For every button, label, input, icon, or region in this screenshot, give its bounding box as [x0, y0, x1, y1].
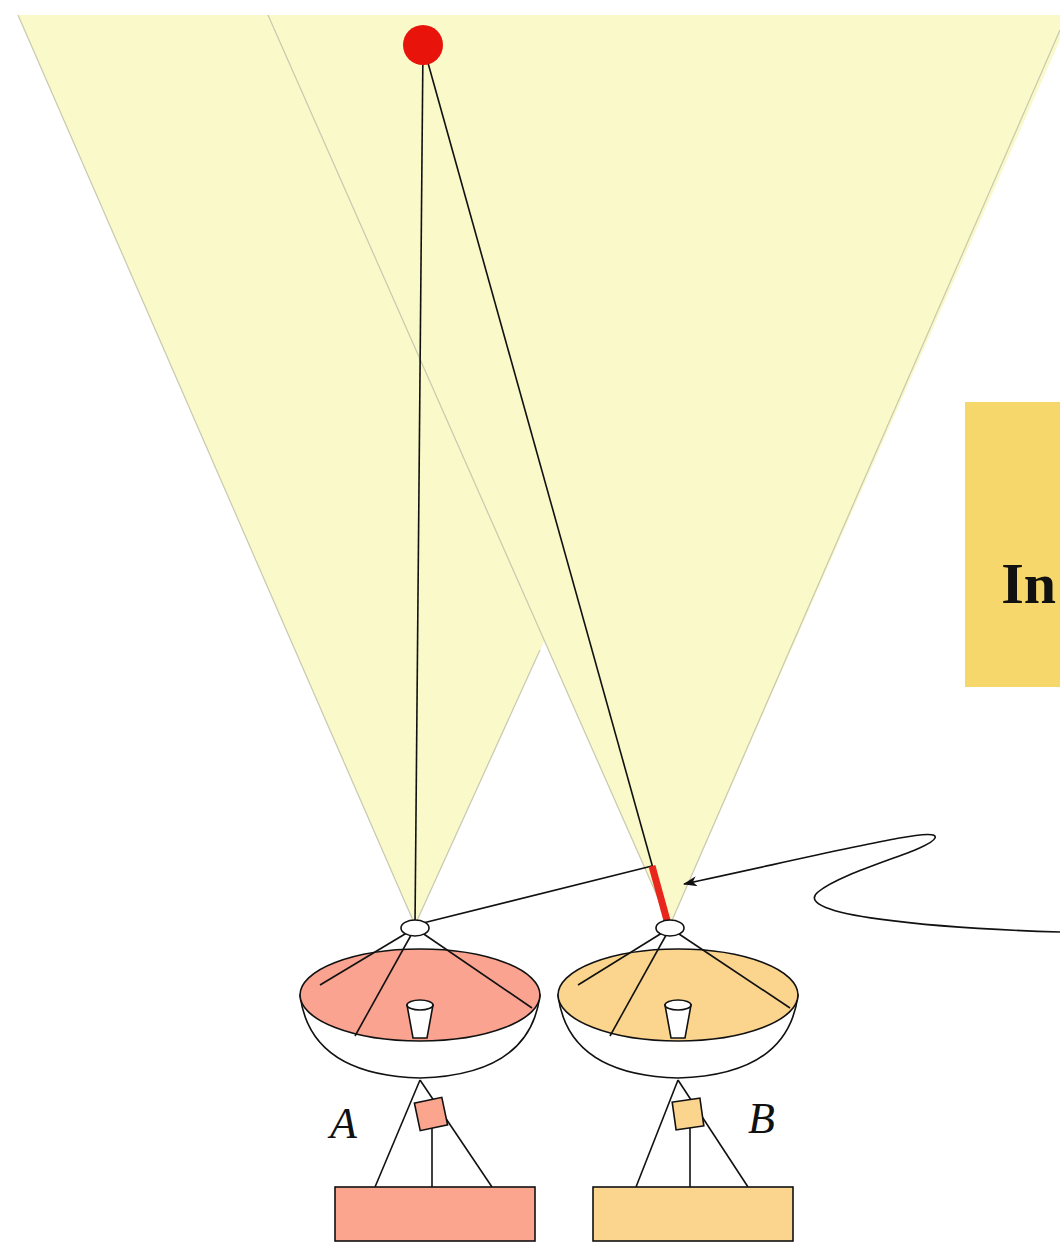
- antenna-label: B: [748, 1093, 775, 1144]
- dish-b: [558, 920, 798, 1241]
- callout-arrow: [684, 835, 1060, 932]
- beam-cones: [18, 15, 1060, 925]
- box-text: In: [1001, 550, 1056, 617]
- callout-box: In: [965, 402, 1060, 687]
- source-dot: [403, 25, 443, 65]
- antenna-label: A: [330, 1098, 357, 1149]
- path-difference: [652, 866, 668, 924]
- dish-a: [300, 920, 540, 1241]
- ray-lines: [415, 45, 668, 925]
